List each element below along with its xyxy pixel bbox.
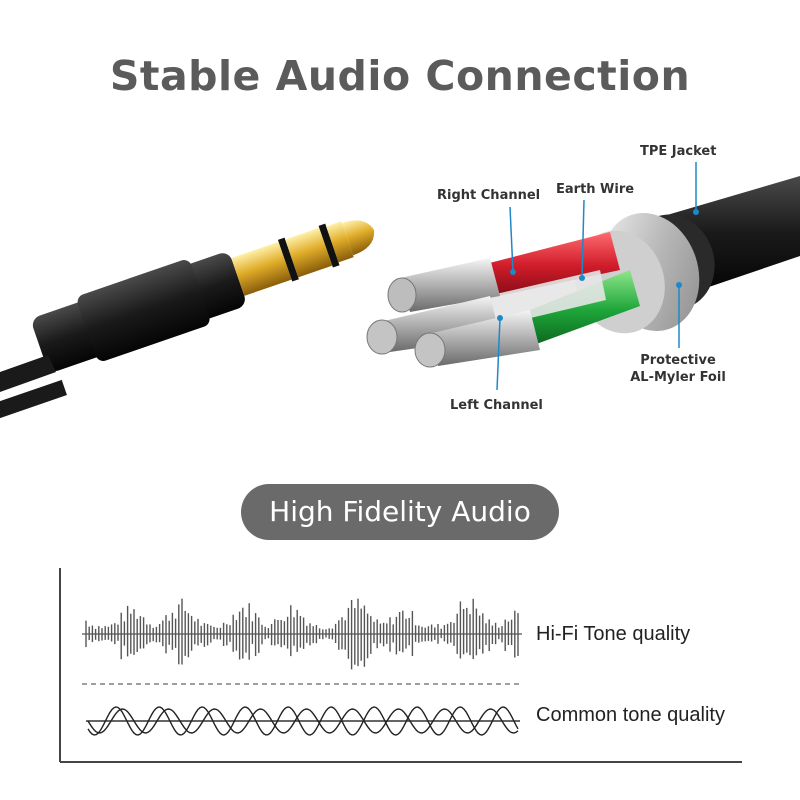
high-fidelity-badge: High Fidelity Audio bbox=[241, 484, 559, 540]
label-right-channel: Right Channel bbox=[437, 188, 541, 203]
label-left-channel: Left Channel bbox=[450, 398, 543, 413]
cable-cross-section bbox=[366, 176, 800, 368]
label-protective-line1: Protective bbox=[640, 353, 716, 368]
page-title: Stable Audio Connection bbox=[109, 52, 691, 100]
callout-lines bbox=[496, 162, 697, 391]
common-waveform bbox=[86, 706, 520, 736]
jack-plug bbox=[0, 220, 375, 422]
hifi-tone-label: Hi-Fi Tone quality bbox=[536, 623, 691, 645]
label-tpe-jacket: TPE Jacket bbox=[640, 144, 717, 159]
label-protective-line2: AL-Myler Foil bbox=[630, 370, 726, 385]
common-tone-label: Common tone quality bbox=[536, 704, 725, 726]
label-protective-foil: Protective AL-Myler Foil bbox=[622, 352, 734, 386]
waveform-axes bbox=[59, 568, 742, 763]
label-earth-wire: Earth Wire bbox=[556, 182, 635, 197]
